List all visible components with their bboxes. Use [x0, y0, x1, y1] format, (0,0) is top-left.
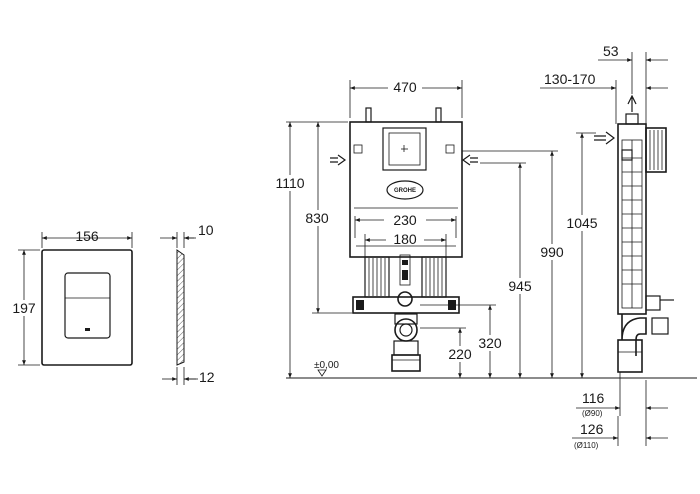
side-drain-elbow [621, 314, 647, 356]
dist-116-label: 116 [582, 390, 605, 406]
plate-height-label: 197 [12, 300, 36, 316]
height-945-dimension: 945 [480, 162, 536, 378]
height-945-label: 945 [508, 278, 532, 294]
height-220-label: 220 [448, 346, 472, 362]
floor-level-label: ±0,00 [314, 360, 339, 371]
water-inlet-top-icon [627, 94, 637, 112]
height-830-dimension: 830 [300, 122, 352, 314]
inspection-opening [382, 127, 427, 171]
depth-range-label: 130-170 [544, 71, 596, 87]
depth-range-dimension: 130-170 [540, 71, 668, 124]
height-830-label: 830 [305, 210, 329, 226]
depth-53-dimension: 53 [598, 43, 668, 124]
cistern-body [349, 121, 463, 258]
height-990-dimension: 990 [462, 150, 568, 378]
height-990-label: 990 [540, 244, 564, 260]
height-220-dimension: 220 [420, 327, 476, 378]
frame-width-dimension: 470 [349, 78, 463, 118]
frame-width-label: 470 [393, 79, 417, 95]
plate-width-label: 156 [75, 228, 99, 244]
spacing-180-label: 180 [393, 231, 417, 247]
water-inlet-right-icon [461, 154, 478, 166]
plate-side-profile [176, 249, 185, 366]
frame-front-view: GROHE [330, 107, 478, 372]
dist-116-dimension: 116 (Ø90) [576, 372, 668, 418]
spacing-dimensions: 230 180 [354, 212, 457, 257]
drain-pipe [391, 354, 421, 372]
water-inlet-left-icon [330, 154, 347, 166]
frame-side-view [594, 94, 674, 373]
grohe-plate-mark [85, 328, 90, 331]
flush-plate-side-view: 10 12 [160, 222, 215, 385]
plate-depth-label: 10 [198, 222, 214, 238]
dia-110-label: (Ø110) [574, 441, 599, 450]
spacing-230-label: 230 [393, 212, 417, 228]
side-top-connector [645, 127, 667, 173]
dist-126-label: 126 [580, 421, 604, 437]
depth-53-label: 53 [603, 43, 619, 59]
height-320-dimension: 320 [420, 304, 506, 378]
floor-level-marker: ±0,00 [314, 360, 339, 377]
dia-90-label: (Ø90) [582, 409, 603, 418]
dist-126-dimension: 126 (Ø110) [572, 416, 668, 450]
side-drain-pipe [617, 339, 643, 373]
grohe-logo-text: GROHE [394, 188, 416, 194]
flush-plate-outline [41, 249, 133, 366]
height-1045-dimension: 1045 [562, 132, 602, 378]
plate-offset-label: 12 [199, 369, 215, 385]
height-1110-label: 1110 [275, 175, 304, 191]
flush-plate-front-view: 156 197 [10, 228, 133, 366]
height-1110-dimension: 1110 [268, 121, 348, 378]
water-inlet-side-icon [594, 131, 615, 145]
grohe-logo-badge [386, 180, 424, 200]
height-1045-label: 1045 [566, 215, 597, 231]
flush-button-outline [64, 272, 111, 339]
height-320-label: 320 [478, 335, 502, 351]
